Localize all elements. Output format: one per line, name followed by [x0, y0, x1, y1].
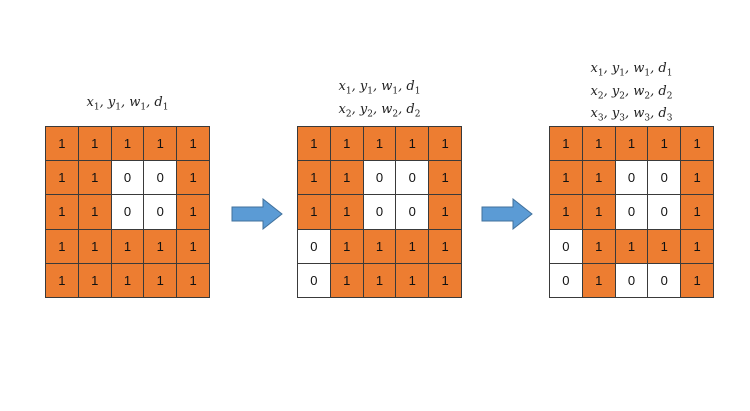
- grid-cell: 1: [363, 127, 396, 161]
- grid-cell: 1: [429, 229, 461, 263]
- grid-cell: 1: [681, 263, 713, 297]
- grid-cell: 1: [363, 229, 396, 263]
- grid-cell: 1: [177, 263, 209, 297]
- grid-cell: 1: [46, 263, 78, 297]
- grid-cell: 1: [46, 195, 78, 229]
- grid-cell: 0: [615, 195, 648, 229]
- grid-cell: 0: [111, 195, 144, 229]
- grid-cell: 1: [681, 127, 713, 161]
- grid-cell: 1: [78, 263, 111, 297]
- grid-cell: 0: [363, 161, 396, 195]
- grid-cell: 1: [298, 127, 330, 161]
- grid-cell: 1: [177, 195, 209, 229]
- grid-cell: 1: [177, 161, 209, 195]
- label-line: x2, y2, w2, d2: [338, 101, 421, 120]
- grid-cell: 1: [582, 229, 615, 263]
- grid-cell: 1: [298, 161, 330, 195]
- grid-cell: 1: [78, 127, 111, 161]
- grid-cell: 1: [648, 229, 681, 263]
- grid-cell: 1: [681, 161, 713, 195]
- grid-cell: 1: [111, 229, 144, 263]
- grid-cell: 1: [177, 127, 209, 161]
- panel-3-labels: x1, y1, w1, d1 x2, y2, w2, d2 x3, y3, w3…: [549, 60, 714, 128]
- grid-cell: 0: [396, 195, 429, 229]
- grid-cell: 1: [46, 161, 78, 195]
- grid-cell: 0: [615, 263, 648, 297]
- grid-cell: 1: [550, 127, 582, 161]
- grid-cell: 1: [582, 195, 615, 229]
- grid-cell: 0: [298, 263, 330, 297]
- grid-cell: 1: [363, 263, 396, 297]
- label-line: x1, y1, w1, d1: [590, 61, 673, 79]
- label-line: x3, y3, w3, d3: [590, 106, 673, 124]
- label-line: x1, y1, w1, d1: [86, 95, 169, 113]
- grid-cell: 0: [396, 161, 429, 195]
- grid-cell: 1: [681, 229, 713, 263]
- label-line: x1, y1, w1, d1: [338, 79, 421, 97]
- grid-cell: 1: [330, 263, 363, 297]
- grid-cell: 0: [298, 229, 330, 263]
- grid-cell: 1: [550, 195, 582, 229]
- grid-cell: 1: [144, 127, 177, 161]
- grid-cell: 0: [111, 161, 144, 195]
- right-arrow-icon: [231, 198, 283, 230]
- grid-cell: 1: [330, 195, 363, 229]
- grid-cell: 0: [648, 195, 681, 229]
- grid-cell: 1: [615, 127, 648, 161]
- grid-cell: 1: [330, 229, 363, 263]
- grid-cell: 1: [298, 195, 330, 229]
- grid-cell: 1: [78, 161, 111, 195]
- grid-cell: 0: [648, 263, 681, 297]
- grid-cell: 0: [648, 161, 681, 195]
- grid-cell: 1: [429, 161, 461, 195]
- grid-cell: 0: [144, 161, 177, 195]
- grid-cell: 0: [144, 195, 177, 229]
- grid-cell: 0: [615, 161, 648, 195]
- grid-cell: 1: [396, 263, 429, 297]
- grid-cell: 1: [144, 263, 177, 297]
- panel-2-labels: x1, y1, w1, d1 x2, y2, w2, d2: [297, 78, 462, 123]
- grid-cell: 1: [582, 127, 615, 161]
- grid-cell: 1: [429, 127, 461, 161]
- grid-cell: 1: [396, 229, 429, 263]
- grid-cell: 1: [330, 127, 363, 161]
- grid-cell: 1: [396, 127, 429, 161]
- grid-cell: 0: [363, 195, 396, 229]
- grid-cell: 0: [550, 229, 582, 263]
- grid-cell: 1: [582, 161, 615, 195]
- grid-cell: 0: [550, 263, 582, 297]
- grid-cell: 1: [78, 195, 111, 229]
- grid-cell: 1: [429, 263, 461, 297]
- grid-cell: 1: [681, 195, 713, 229]
- grid-cell: 1: [429, 195, 461, 229]
- grid-cell: 1: [615, 229, 648, 263]
- right-arrow-icon: [481, 198, 533, 230]
- grid-cell: 1: [111, 127, 144, 161]
- grid-cell: 1: [330, 161, 363, 195]
- label-line: x2, y2, w2, d2: [590, 83, 673, 102]
- grid-cell: 1: [111, 263, 144, 297]
- grid-cell: 1: [78, 229, 111, 263]
- grid-cell: 1: [144, 229, 177, 263]
- grid-cell: 1: [648, 127, 681, 161]
- grid-cell: 1: [177, 229, 209, 263]
- grid-cell: 1: [582, 263, 615, 297]
- grid-cell: 1: [46, 229, 78, 263]
- panel-1-labels: x1, y1, w1, d1: [45, 94, 210, 117]
- grid-cell: 1: [550, 161, 582, 195]
- grid-cell: 1: [46, 127, 78, 161]
